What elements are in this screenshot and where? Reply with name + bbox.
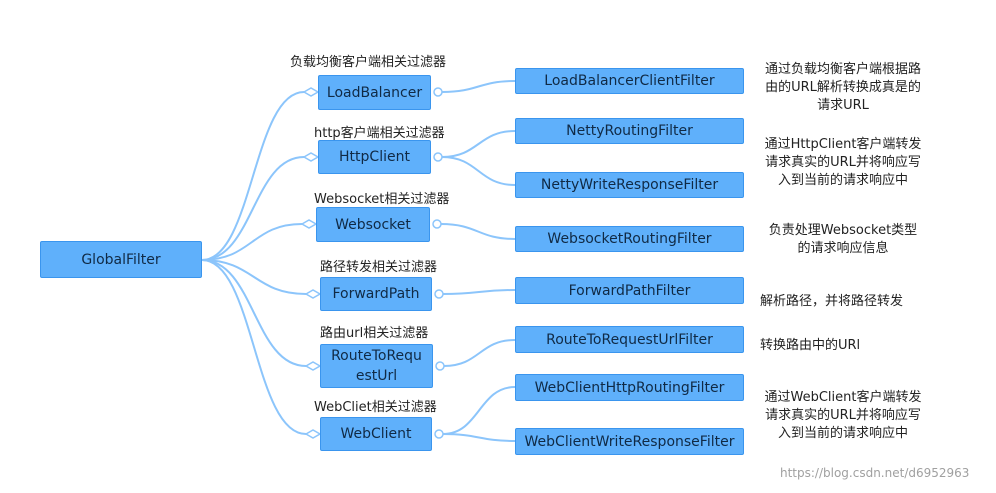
connector-dots xyxy=(300,87,445,439)
watermark: https://blog.csdn.net/d6952963 xyxy=(780,466,970,480)
connector-group-5-to-filter-0 xyxy=(442,386,516,435)
connector-group-2-to-filter-0 xyxy=(440,223,516,240)
description-loadbalancer: 通过负载均衡客户端根据路 由的URL解析转换成真是的 请求URL xyxy=(764,62,921,113)
node-routetorequesturl[interactable]: RouteToRequ estUrl xyxy=(320,344,433,388)
filter-nettywriteresponsefilter[interactable]: NettyWriteResponseFilter xyxy=(515,172,744,198)
connector-root-to-group-0 xyxy=(201,91,305,261)
root-node-globalfilter[interactable]: GlobalFilter xyxy=(40,241,202,278)
circle-connector-icon xyxy=(433,152,443,162)
description-forwardpath: 解析路径，并将路径转发 xyxy=(760,294,904,309)
description-websocket: 负责处理Websocket类型 的请求响应信息 xyxy=(768,223,918,256)
connector-group-0-to-filter-0 xyxy=(441,80,516,93)
circle-connector-icon xyxy=(432,219,442,229)
node-websocket[interactable]: Websocket xyxy=(316,207,430,242)
node-loadbalancer[interactable]: LoadBalancer xyxy=(318,75,431,110)
diamond-connector-icon xyxy=(302,152,320,162)
group-caption-httpclient: http客户端相关过滤器 xyxy=(314,126,445,141)
group-caption-forwardpath: 路径转发相关过滤器 xyxy=(320,260,438,275)
connector-root-to-group-4 xyxy=(201,259,307,367)
diamond-connector-icon xyxy=(304,361,322,371)
connector-root-to-group-3 xyxy=(201,259,307,295)
group-caption-routetorequesturl: 路由url相关过滤器 xyxy=(320,326,429,341)
node-webclient[interactable]: WebClient xyxy=(320,417,432,451)
diamond-connector-icon xyxy=(304,429,322,439)
connector-group-3-to-filter-0 xyxy=(442,289,516,295)
node-httpclient[interactable]: HttpClient xyxy=(318,140,431,174)
circle-connector-icon xyxy=(434,289,444,299)
diamond-connector-icon xyxy=(300,219,318,229)
connector-root-to-group-5 xyxy=(201,259,307,435)
connector-group-1-to-filter-0 xyxy=(441,130,516,158)
connector-root-to-group-2 xyxy=(201,223,303,261)
filter-webclientwriteresponsefilter[interactable]: WebClientWriteResponseFilter xyxy=(515,428,744,455)
node-forwardpath[interactable]: ForwardPath xyxy=(320,277,432,311)
description-httpclient: 通过HttpClient客户端转发 请求真实的URL并将响应写 入到当前的请求响… xyxy=(764,137,922,188)
group-caption-webclient: WebCliet相关过滤器 xyxy=(314,400,437,415)
connector-root-to-group-1 xyxy=(201,156,305,261)
connector-group-4-to-filter-0 xyxy=(443,339,516,367)
circle-connector-icon xyxy=(433,87,443,97)
filter-webclienthttproutingfilter[interactable]: WebClientHttpRoutingFilter xyxy=(515,374,744,401)
diamond-connector-icon xyxy=(304,289,322,299)
filter-loadbalancerclientfilter[interactable]: LoadBalancerClientFilter xyxy=(515,68,744,94)
filter-nettyroutingfilter[interactable]: NettyRoutingFilter xyxy=(515,118,744,144)
connector-lines xyxy=(201,80,516,442)
diamond-connector-icon xyxy=(302,87,320,97)
description-routetorequesturl: 转换路由中的URl xyxy=(760,338,861,353)
connector-group-5-to-filter-1 xyxy=(442,433,516,442)
filter-websocketroutingfilter[interactable]: WebsocketRoutingFilter xyxy=(515,226,744,252)
group-caption-websocket: Websocket相关过滤器 xyxy=(314,192,450,207)
circle-connector-icon xyxy=(435,361,445,371)
circle-connector-icon xyxy=(434,429,444,439)
group-caption-loadbalancer: 负载均衡客户端相关过滤器 xyxy=(290,55,447,70)
connector-group-1-to-filter-1 xyxy=(441,156,516,186)
filter-routetorequesturlfilter[interactable]: RouteToRequestUrlFilter xyxy=(515,326,744,353)
filter-forwardpathfilter[interactable]: ForwardPathFilter xyxy=(515,277,744,304)
description-webclient: 通过WebClient客户端转发 请求真实的URL并将响应写 入到当前的请求响应… xyxy=(764,390,922,441)
